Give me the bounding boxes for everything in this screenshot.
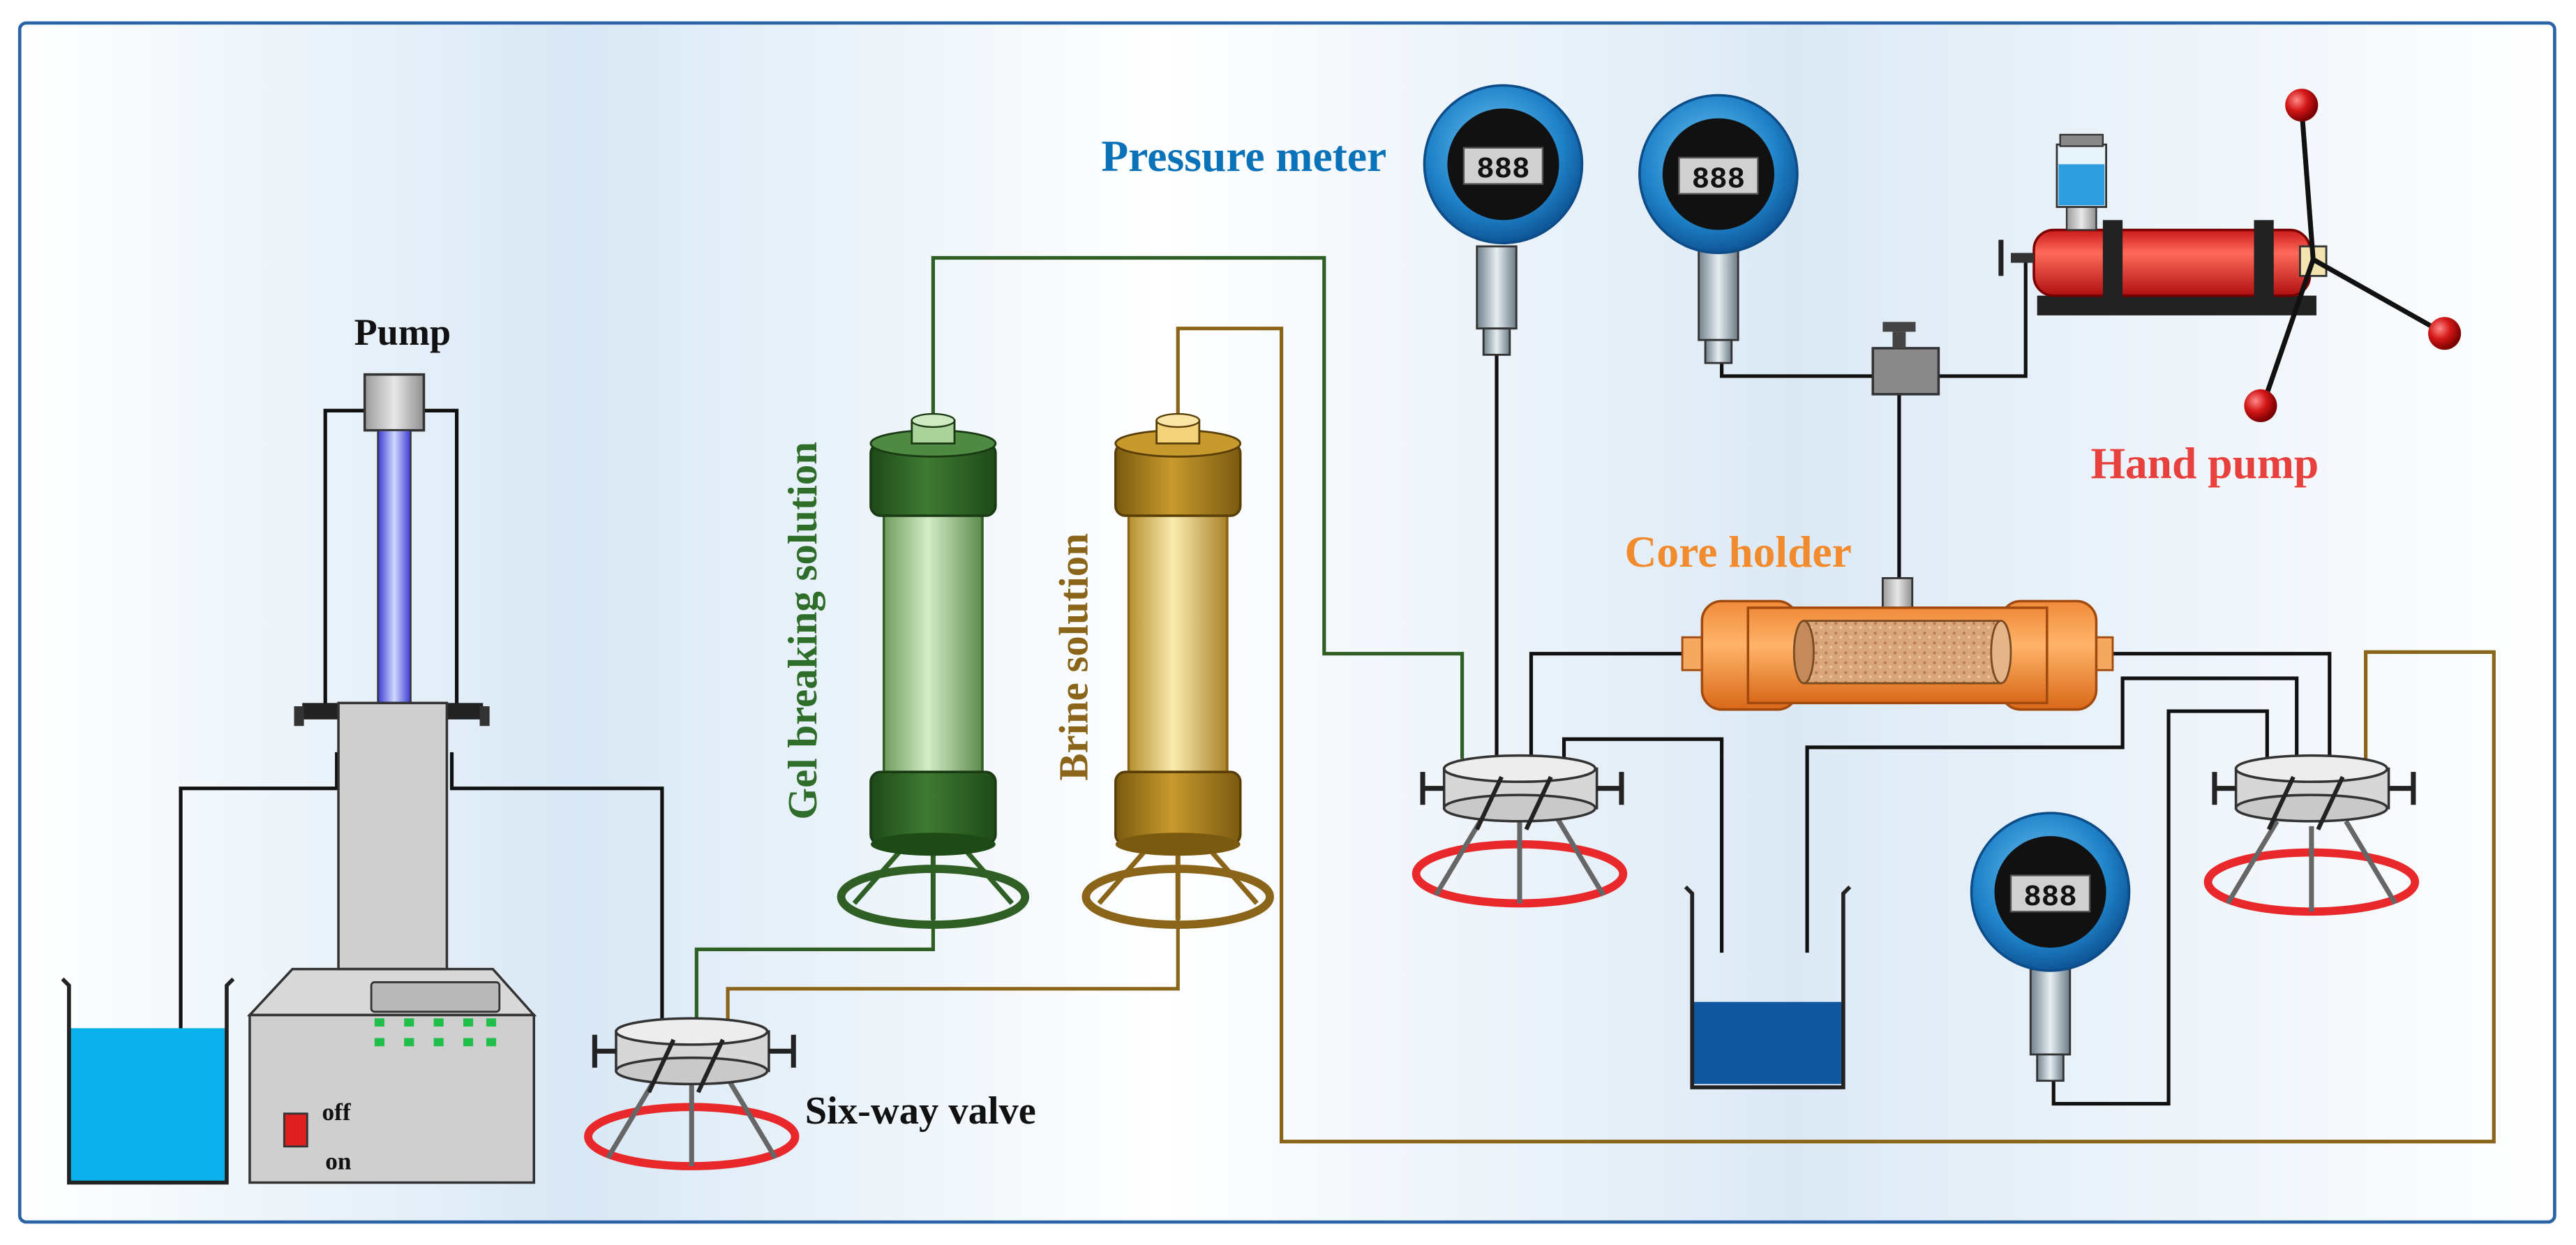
pump-display bbox=[370, 981, 501, 1013]
gel-breaking-solution-vessel bbox=[837, 412, 1030, 929]
switch-off-label: off bbox=[322, 1098, 352, 1126]
core-holder bbox=[1681, 577, 2114, 711]
six-way-valve-label: Six-way valve bbox=[805, 1089, 1036, 1133]
six-way-valve-middle bbox=[1411, 754, 1628, 908]
pump bbox=[246, 373, 537, 1184]
pressure-meter-1: 888 bbox=[1423, 84, 1584, 356]
pressure-meter-2: 888 bbox=[1638, 94, 1799, 364]
water-beaker bbox=[61, 977, 235, 1185]
switch-on-label: on bbox=[325, 1148, 352, 1175]
pressure-meter-3: 888 bbox=[1970, 812, 2131, 1082]
pump-piston-tube bbox=[377, 429, 412, 704]
gel-breaking-solution-label: Gel breaking solution bbox=[780, 442, 825, 820]
pressure-meter-label: Pressure meter bbox=[1101, 131, 1386, 181]
pressure-meter-2-readout: 888 bbox=[1692, 163, 1745, 196]
diagram-frame bbox=[17, 21, 2556, 1224]
pressure-meter-3-readout: 888 bbox=[2023, 881, 2076, 914]
six-way-valve-right bbox=[2203, 754, 2420, 916]
hand-pump bbox=[1998, 89, 2462, 422]
collection-beaker bbox=[1684, 885, 1852, 1089]
tubing bbox=[179, 254, 2496, 1170]
pump-indicator-lights bbox=[374, 1018, 497, 1047]
hand-pump-label: Hand pump bbox=[2090, 438, 2319, 488]
pump-label: Pump bbox=[354, 311, 451, 353]
core-holder-label: Core holder bbox=[1624, 527, 1851, 576]
six-way-valve-left bbox=[584, 1017, 800, 1170]
brine-solution-vessel bbox=[1081, 412, 1274, 929]
tee-valve bbox=[1871, 322, 1940, 396]
pump-column bbox=[337, 701, 449, 971]
pressure-meter-1-readout: 888 bbox=[1476, 153, 1529, 186]
pump-head bbox=[363, 373, 426, 432]
pump-power-switch bbox=[283, 1112, 308, 1148]
brine-solution-label: Brine solution bbox=[1051, 533, 1097, 781]
